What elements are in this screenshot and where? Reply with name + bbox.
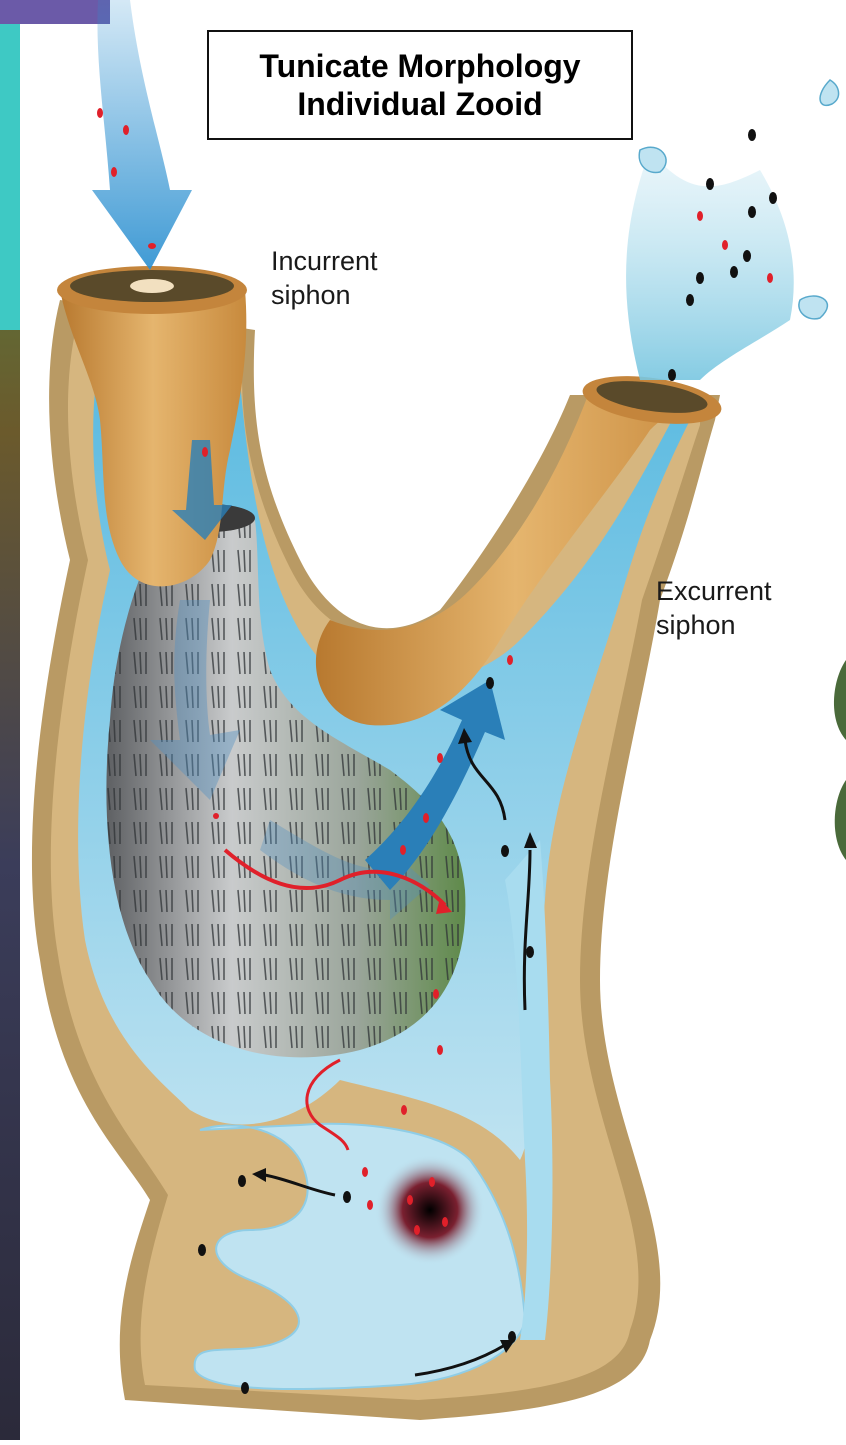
background-purple-band: [0, 0, 110, 24]
title-line-1: Tunicate Morphology: [259, 47, 580, 85]
title-box: Tunicate Morphology Individual Zooid: [207, 30, 633, 140]
stomach: [375, 1155, 485, 1265]
title-line-2: Individual Zooid: [297, 85, 542, 123]
water-droplet: [799, 296, 828, 319]
background-blob: [834, 660, 846, 740]
water-droplet: [639, 147, 666, 172]
background-teal-panel: [0, 0, 20, 330]
excurrent-siphon-label: Excurrent siphon: [656, 574, 772, 642]
background-blob: [835, 780, 846, 860]
incoming-water-arrow: [92, 0, 192, 270]
water-droplet: [820, 80, 839, 105]
incurrent-siphon-label: Incurrent siphon: [271, 244, 378, 312]
